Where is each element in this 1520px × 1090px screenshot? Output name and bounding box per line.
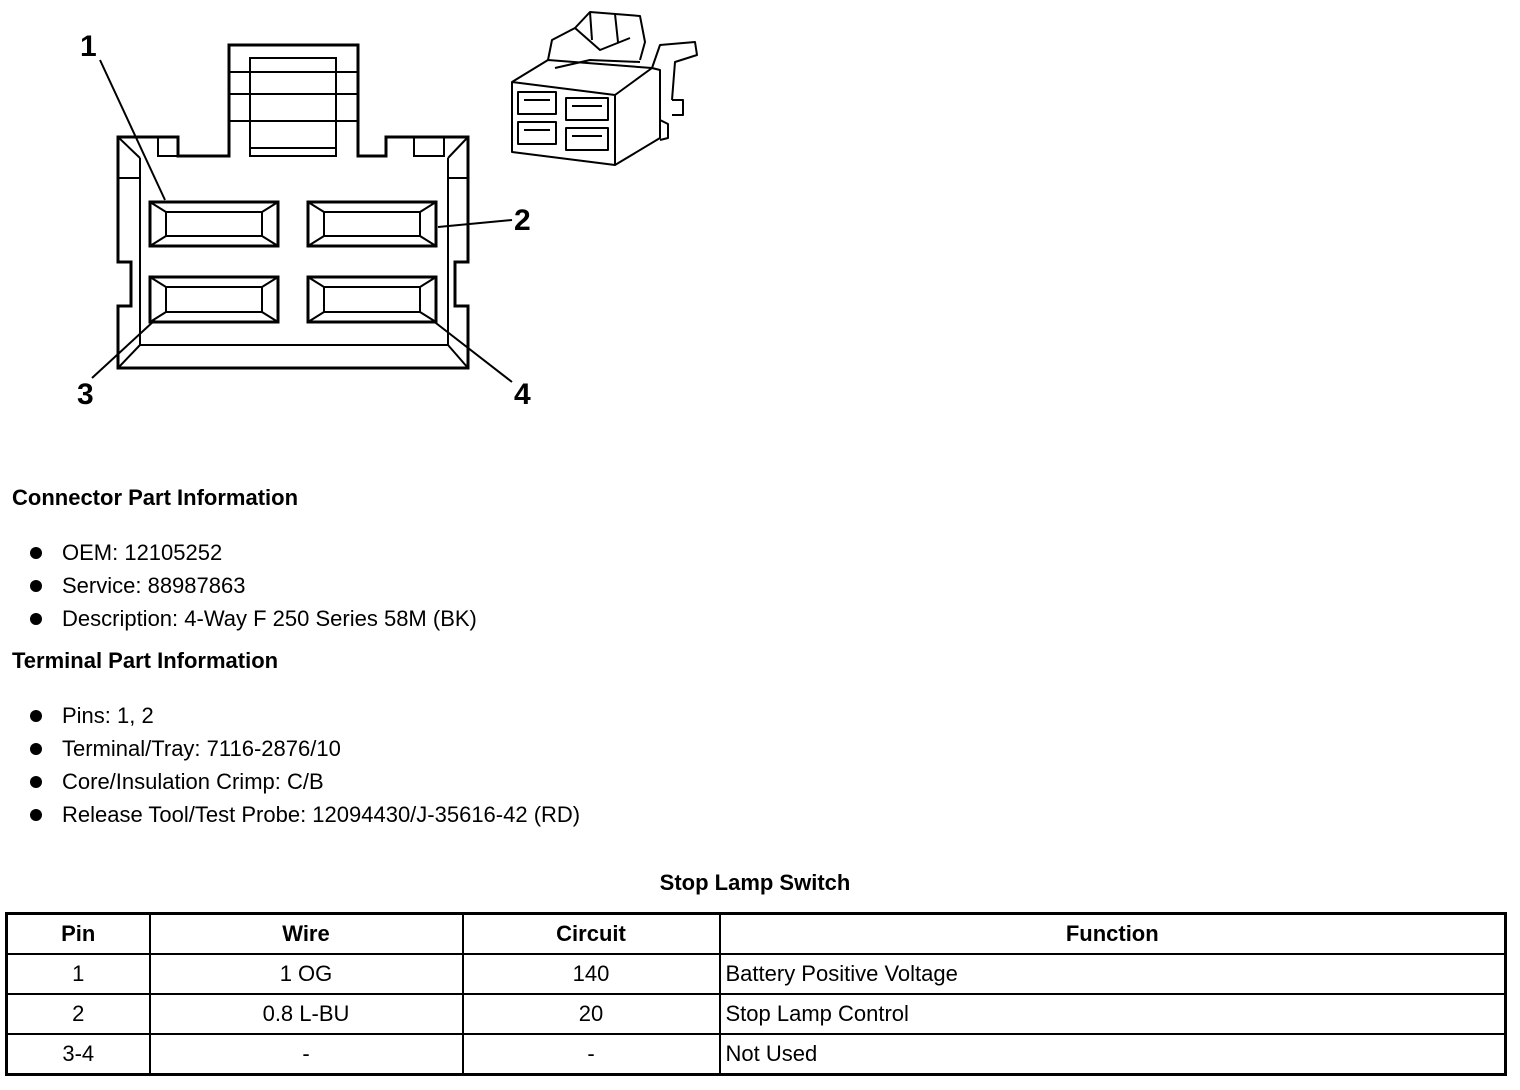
connector-isometric-view xyxy=(511,11,698,166)
terminal-part-info-title: Terminal Part Information xyxy=(12,648,279,673)
table-row: 3-4 - - Not Used xyxy=(5,1033,1507,1076)
pin-label-1: 1 xyxy=(80,30,97,63)
list-item: Terminal/Tray: 7116-2876/10 xyxy=(28,732,580,765)
connector-diagram: 1 2 3 4 xyxy=(77,11,698,411)
leader-line-3 xyxy=(91,319,156,379)
cell-pin: 3-4 xyxy=(5,1033,151,1076)
pin-table: Pin Wire Circuit Function 1 1 OG 140 Bat… xyxy=(5,912,1507,1076)
leader-line-2 xyxy=(437,219,513,228)
connector-part-info-title: Connector Part Information xyxy=(12,485,299,510)
leader-line-4 xyxy=(431,319,513,383)
column-header-circuit: Circuit xyxy=(461,912,721,955)
pin-label-4: 4 xyxy=(514,378,531,411)
cavity-3 xyxy=(148,275,280,324)
table-row: 2 0.8 L-BU 20 Stop Lamp Control xyxy=(5,993,1507,1035)
cell-circuit: 140 xyxy=(461,953,721,995)
cavity-1 xyxy=(148,200,280,248)
pin-label-2: 2 xyxy=(514,204,531,237)
cavity-2 xyxy=(306,200,438,248)
table-row: 1 1 OG 140 Battery Positive Voltage xyxy=(5,953,1507,995)
cell-function: Battery Positive Voltage xyxy=(718,953,1507,995)
cell-wire: 1 OG xyxy=(148,953,464,995)
table-caption: Stop Lamp Switch xyxy=(659,870,851,895)
column-header-pin: Pin xyxy=(5,912,151,955)
leader-line-1 xyxy=(99,59,166,201)
list-item: Description: 4-Way F 250 Series 58M (BK) xyxy=(28,602,477,635)
cell-pin: 2 xyxy=(5,993,151,1035)
list-item: Pins: 1, 2 xyxy=(28,699,580,732)
cell-pin: 1 xyxy=(5,953,151,995)
connector-part-info-list: OEM: 12105252 Service: 88987863 Descript… xyxy=(28,536,477,635)
cell-function: Not Used xyxy=(718,1033,1507,1076)
pin-label-3: 3 xyxy=(77,378,94,411)
cell-circuit: 20 xyxy=(461,993,721,1035)
cell-wire: 0.8 L-BU xyxy=(148,993,464,1035)
terminal-part-info-list: Pins: 1, 2 Terminal/Tray: 7116-2876/10 C… xyxy=(28,699,580,831)
list-item: OEM: 12105252 xyxy=(28,536,477,569)
list-item: Service: 88987863 xyxy=(28,569,477,602)
cell-circuit: - xyxy=(461,1033,721,1076)
latch-window xyxy=(249,57,337,157)
list-item: Core/Insulation Crimp: C/B xyxy=(28,765,580,798)
cell-wire: - xyxy=(148,1033,464,1076)
column-header-function: Function xyxy=(718,912,1507,955)
list-item: Release Tool/Test Probe: 12094430/J-3561… xyxy=(28,798,580,831)
cell-function: Stop Lamp Control xyxy=(718,993,1507,1035)
cavity-4 xyxy=(306,275,438,324)
connector-body-outline xyxy=(116,43,470,370)
table-header-row: Pin Wire Circuit Function xyxy=(5,912,1507,955)
column-header-wire: Wire xyxy=(148,912,464,955)
